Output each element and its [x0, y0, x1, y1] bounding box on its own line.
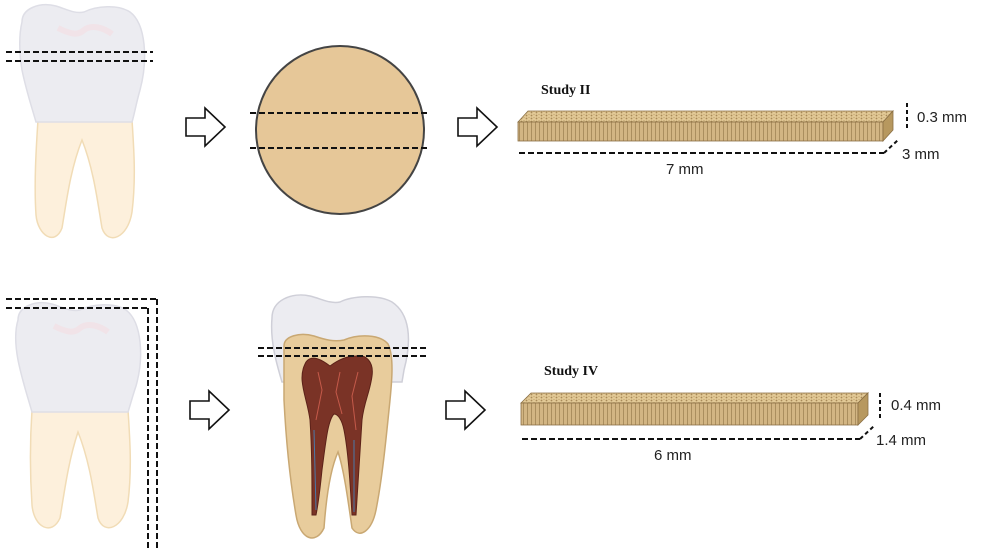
dentin-disk — [256, 46, 424, 214]
height-label-study-iv: 0.4 mm — [891, 397, 941, 414]
length-label-study-iv: 6 mm — [654, 447, 692, 464]
arrow-right-icon-row1-b — [458, 108, 497, 146]
arrow-right-icon-row2-b — [446, 391, 485, 429]
height-label-study-ii: 0.3 mm — [917, 109, 967, 126]
width-label-study-iv: 1.4 mm — [876, 432, 926, 449]
molar-tooth-row2 — [16, 303, 141, 528]
length-label-study-ii: 7 mm — [666, 161, 704, 178]
dentin-slab-study-iv — [521, 393, 868, 425]
molar-tooth-row1 — [20, 5, 145, 238]
tooth-cross-section — [272, 295, 409, 538]
dentin-slab-study-ii — [518, 111, 893, 141]
width-label-study-ii: 3 mm — [902, 146, 940, 163]
arrow-right-icon-row2-a — [190, 391, 229, 429]
study-ii-label: Study II — [541, 83, 590, 98]
arrow-right-icon-row1-a — [186, 108, 225, 146]
study-iv-label: Study IV — [544, 364, 598, 379]
